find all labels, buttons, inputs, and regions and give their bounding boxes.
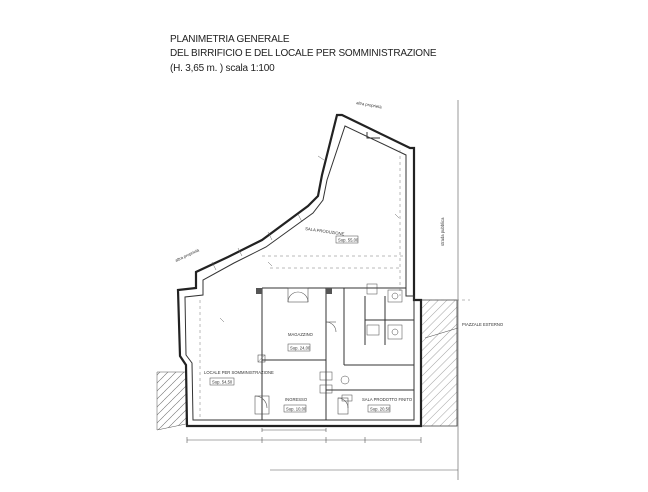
area-ingresso: Sup. 10,00 xyxy=(286,407,307,412)
door-magazzino xyxy=(287,287,309,303)
left-stone-wall xyxy=(156,371,187,431)
title-line-3: (H. 3,65 m. ) scala 1:100 xyxy=(170,63,275,74)
door-product-room xyxy=(337,397,349,415)
pillar-2 xyxy=(257,354,266,363)
label-ingresso: INGRESSO xyxy=(285,397,308,402)
label-altra-proprieta-left: altra proprietà xyxy=(174,247,200,263)
outer-wall xyxy=(176,113,423,428)
label-strada: strada pubblica xyxy=(440,217,445,246)
title-line-1: PLANIMETRIA GENERALE xyxy=(170,34,290,45)
label-sala-produzione: SALA PRODUZIONE xyxy=(305,226,345,236)
label-altra-proprieta-top: altra proprietà xyxy=(356,100,383,110)
title-line-2: DEL BIRRIFICIO E DEL LOCALE PER SOMMINIS… xyxy=(170,48,437,59)
pillar-1 xyxy=(256,288,262,294)
door-entrance xyxy=(254,395,270,415)
area-sala-prodotto-finito: Sup. 20,50 xyxy=(370,407,391,412)
door-bathroom xyxy=(325,321,337,333)
area-magazzino: Sup. 24,00 xyxy=(290,346,311,351)
label-sala-somministrazione: LOCALE PER SOMMINISTRAZIONE xyxy=(204,370,274,375)
external-hatched-area xyxy=(420,299,458,427)
wall-hatch-top-left xyxy=(211,155,325,271)
label-area-esterna: PIAZZALE ESTERNO xyxy=(462,322,504,327)
label-sala-prodotto-finito: SALA PRODOTTO FINITO xyxy=(362,397,413,402)
area-sala-somministrazione: Sup. 54,50 xyxy=(212,380,233,385)
label-magazzino: MAGAZZINO xyxy=(288,332,314,337)
area-sala-produzione: Sup. 55,00 xyxy=(338,238,359,243)
